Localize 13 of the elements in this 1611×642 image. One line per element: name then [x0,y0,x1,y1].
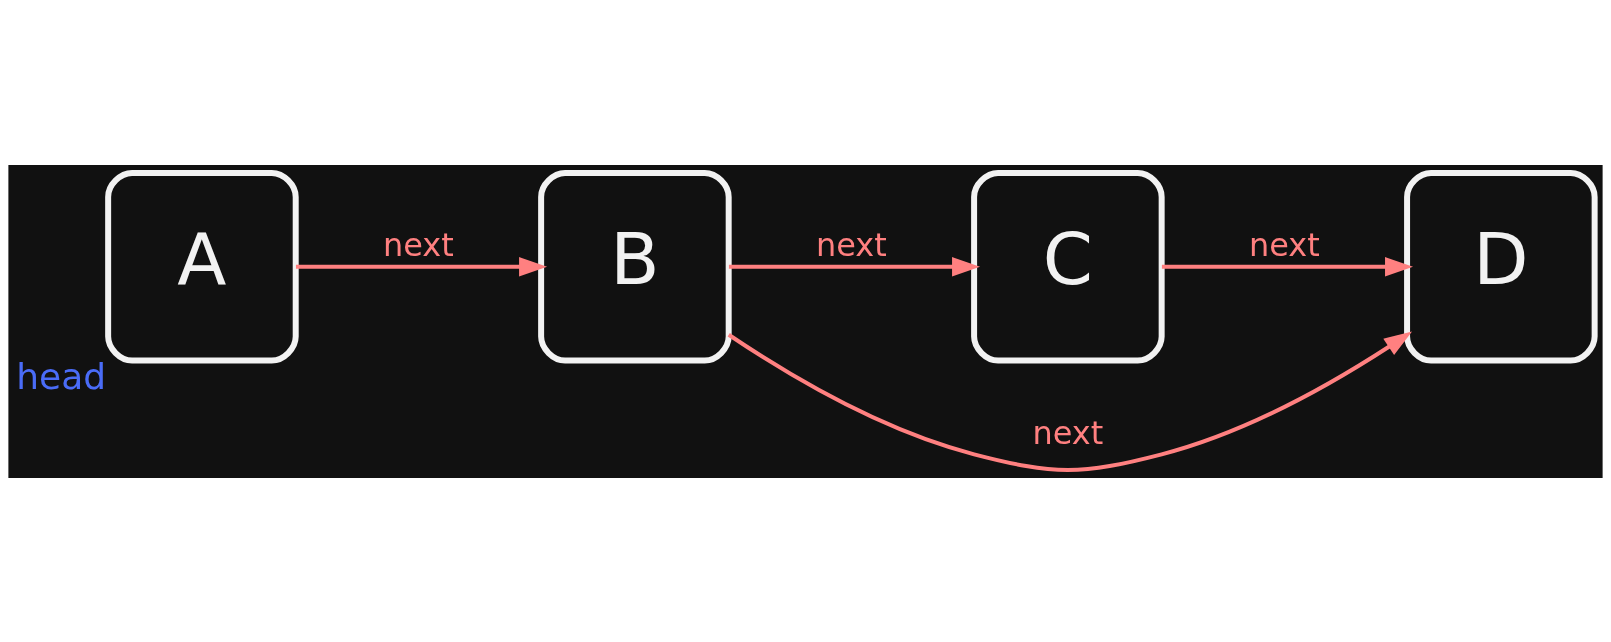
arrow [295,256,548,277]
edge-label: next [1249,225,1320,264]
arrow [728,256,981,277]
node-box: D [1404,169,1598,364]
edge-label: next [383,225,454,264]
edge-label: next [1032,413,1104,452]
edge-label: next [816,225,887,264]
node-box: A [105,169,299,364]
node-box: B [538,169,732,364]
arrow [1161,256,1414,277]
node-label: head [16,355,107,397]
arrow [727,330,1413,472]
node-box: C [971,169,1165,364]
